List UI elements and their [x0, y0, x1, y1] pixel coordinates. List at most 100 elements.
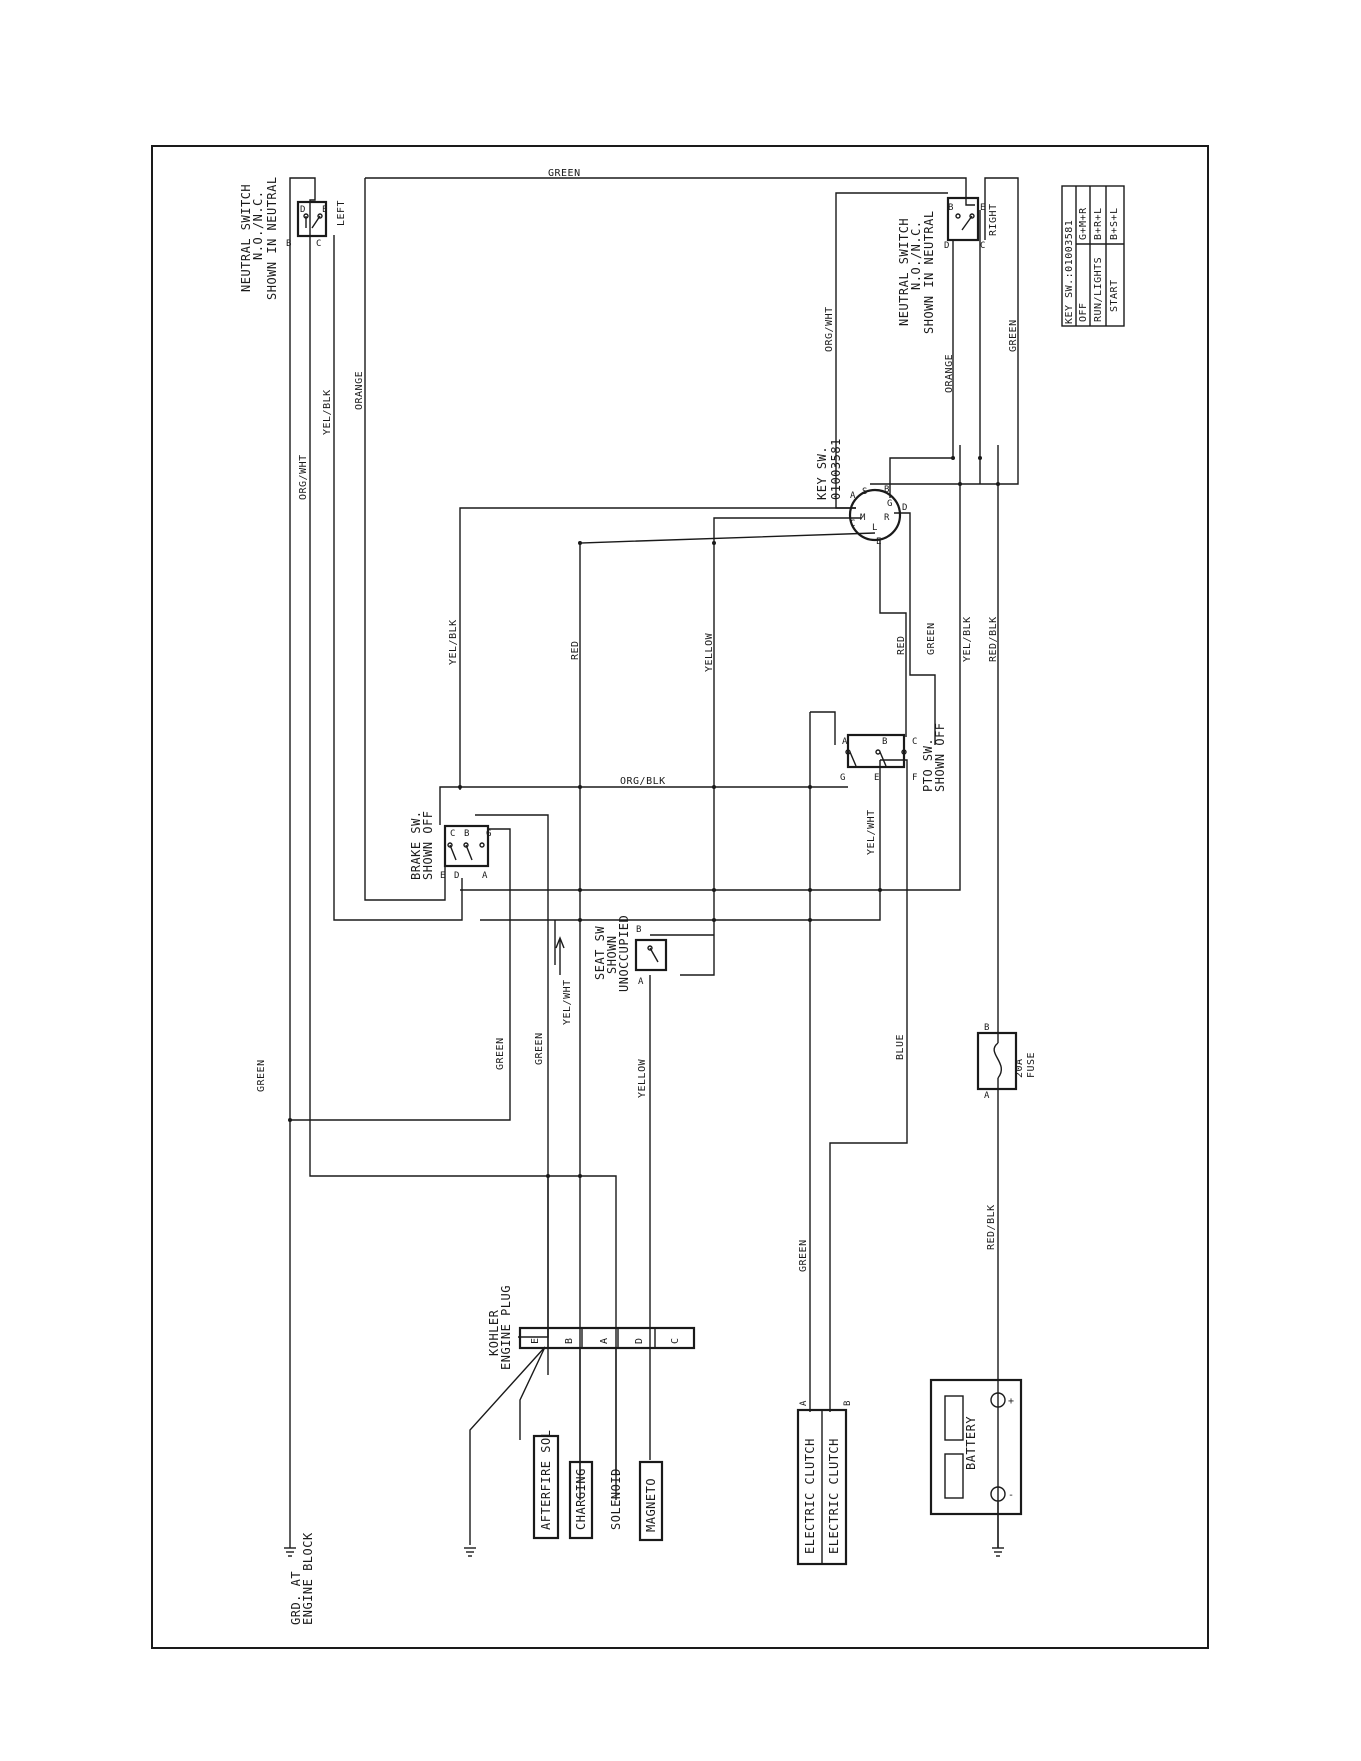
battery-minus: -	[1008, 1490, 1015, 1501]
svg-text:RUN/LIGHTS: RUN/LIGHTS	[1093, 257, 1104, 322]
svg-text:20A: 20A	[1014, 1058, 1025, 1078]
key-switch-table-title: KEY SW.:01003581	[1064, 220, 1075, 324]
label-red-mid: RED	[570, 640, 581, 660]
svg-text:SHOWN IN NEUTRAL: SHOWN IN NEUTRAL	[265, 176, 279, 300]
svg-text:D: D	[454, 871, 460, 881]
svg-text:SHOWN OFF: SHOWN OFF	[933, 722, 947, 792]
svg-text:B: B	[984, 1023, 990, 1033]
svg-text:RIGHT: RIGHT	[988, 203, 999, 236]
wire-yel-blk-mid	[459, 507, 856, 790]
pto-switch: A B C G E F PTO SW. SHOWN OFF	[840, 722, 947, 792]
wire-yel-blk-left	[333, 235, 463, 921]
label-green-a: GREEN	[495, 1037, 506, 1070]
wire-orange-left	[364, 178, 446, 901]
wire-red-pto	[879, 540, 907, 737]
label-org-wht-left: ORG/WHT	[298, 454, 309, 500]
svg-text:N.O./N.C.: N.O./N.C.	[251, 190, 265, 260]
fuse: B A 20A FUSE	[976, 1023, 1037, 1101]
svg-text:E: E	[530, 1337, 541, 1344]
label-red-blk-batt: RED/BLK	[986, 1204, 997, 1250]
wire-blue	[829, 759, 908, 1412]
svg-text:NEUTRAL SWITCH: NEUTRAL SWITCH	[897, 218, 911, 326]
svg-text:ELECTRIC CLUTCH: ELECTRIC CLUTCH	[827, 1438, 841, 1554]
junction-dots	[288, 456, 1000, 1178]
brake-switch: C B G E D A BRAKE SW. SHOWN OFF	[409, 810, 491, 881]
wire-yellow-mid	[680, 517, 862, 976]
svg-text:E: E	[876, 537, 882, 547]
svg-text:BRAKE SW.: BRAKE SW.	[409, 810, 423, 880]
diagram-border	[151, 145, 1209, 1649]
wire-red-mid	[579, 532, 876, 1500]
label-yellow-low: YELLOW	[637, 1058, 648, 1098]
neutral-switch-right: B E D C RIGHT NEUTRAL SWITCH N.O./N.C. S…	[897, 196, 999, 334]
svg-text:FUSE: FUSE	[1026, 1052, 1037, 1078]
svg-text:LEFT: LEFT	[336, 200, 347, 226]
svg-text:A: A	[638, 977, 644, 987]
wires	[289, 177, 1019, 1548]
label-green-right: GREEN	[1008, 319, 1019, 352]
svg-text:B: B	[882, 737, 888, 747]
svg-text:SEAT SW: SEAT SW	[593, 926, 607, 980]
label-orange-left: ORANGE	[354, 371, 365, 410]
electric-clutch: ELECTRIC CLUTCH ELECTRIC CLUTCH A B	[796, 1400, 853, 1566]
svg-text:D: D	[634, 1337, 645, 1344]
solenoid-label: SOLENOID	[609, 1468, 623, 1530]
svg-text:KOHLER: KOHLER	[487, 1309, 501, 1356]
magneto-component: MAGNETO	[638, 1460, 664, 1542]
svg-text:C: C	[316, 239, 322, 249]
afterfire-solenoid: AFTERFIRE SOL	[532, 1430, 560, 1540]
seat-switch: B A SEAT SW SHOWN UNOCCUPIED	[593, 915, 668, 992]
svg-text:01003581: 01003581	[829, 438, 843, 500]
svg-text:B+S+L: B+S+L	[1109, 207, 1120, 240]
label-red-pto: RED	[896, 635, 907, 655]
charging-component: CHARGING	[568, 1460, 594, 1540]
svg-text:KEY SW.: KEY SW.	[815, 446, 829, 500]
wire-org-blk	[439, 786, 848, 825]
svg-text:A: A	[842, 737, 848, 747]
svg-text:D: D	[300, 205, 306, 215]
wire-yel-blk-pto	[460, 445, 961, 891]
ground-label-2: ENGINE BLOCK	[301, 1532, 315, 1625]
svg-text:C: C	[670, 1337, 681, 1344]
key-switch-table: KEY SW.:01003581 OFF G+M+R RUN/LIGHTS B+…	[1061, 185, 1125, 327]
label-orange-right: ORANGE	[944, 354, 955, 393]
ground-label-1: GRD. AT	[289, 1571, 303, 1625]
svg-text:B: B	[884, 485, 890, 495]
svg-text:BATTERY: BATTERY	[964, 1416, 978, 1470]
svg-text:B: B	[564, 1337, 575, 1344]
svg-text:PTO SW.: PTO SW.	[921, 738, 935, 792]
wire-green-pto	[894, 512, 936, 745]
wire-orange-right	[889, 240, 954, 498]
svg-text:B: B	[464, 829, 470, 839]
wire-labels: GREEN ORG/WHT YEL/BLK ORANGE ORG/WHT ORA…	[256, 168, 1019, 1272]
svg-text:A: A	[850, 491, 856, 501]
svg-text:B: B	[843, 1400, 853, 1406]
svg-text:C: C	[850, 519, 856, 529]
svg-text:L: L	[872, 523, 878, 533]
svg-text:SHOWN IN NEUTRAL: SHOWN IN NEUTRAL	[922, 210, 936, 334]
wire-green-top	[365, 177, 975, 206]
svg-text:START: START	[1109, 279, 1120, 312]
battery-plus: +	[1008, 1396, 1015, 1407]
arrow-head-icon	[555, 936, 565, 949]
svg-text:E: E	[874, 773, 880, 783]
label-blue: BLUE	[895, 1034, 906, 1060]
wire-yel-wht-pto	[480, 760, 881, 921]
ground-symbol-plug	[464, 1547, 476, 1557]
svg-text:OFF: OFF	[1078, 302, 1089, 322]
svg-text:B: B	[286, 239, 292, 249]
svg-text:D: D	[902, 503, 908, 513]
svg-text:E: E	[440, 871, 446, 881]
svg-text:A: A	[599, 1337, 610, 1344]
svg-text:E: E	[322, 205, 328, 215]
svg-text:M: M	[860, 513, 866, 523]
label-yel-blk-pto: YEL/BLK	[962, 616, 973, 662]
ground-symbol-battery	[992, 1547, 1004, 1557]
label-yel-blk-mid: YEL/BLK	[448, 619, 459, 665]
wire-pto-top	[810, 711, 836, 745]
svg-text:ELECTRIC CLUTCH: ELECTRIC CLUTCH	[803, 1438, 817, 1554]
svg-text:SHOWN: SHOWN	[605, 935, 619, 974]
svg-text:UNOCCUPIED: UNOCCUPIED	[617, 915, 631, 992]
svg-text:C: C	[450, 829, 456, 839]
svg-text:C: C	[912, 737, 918, 747]
